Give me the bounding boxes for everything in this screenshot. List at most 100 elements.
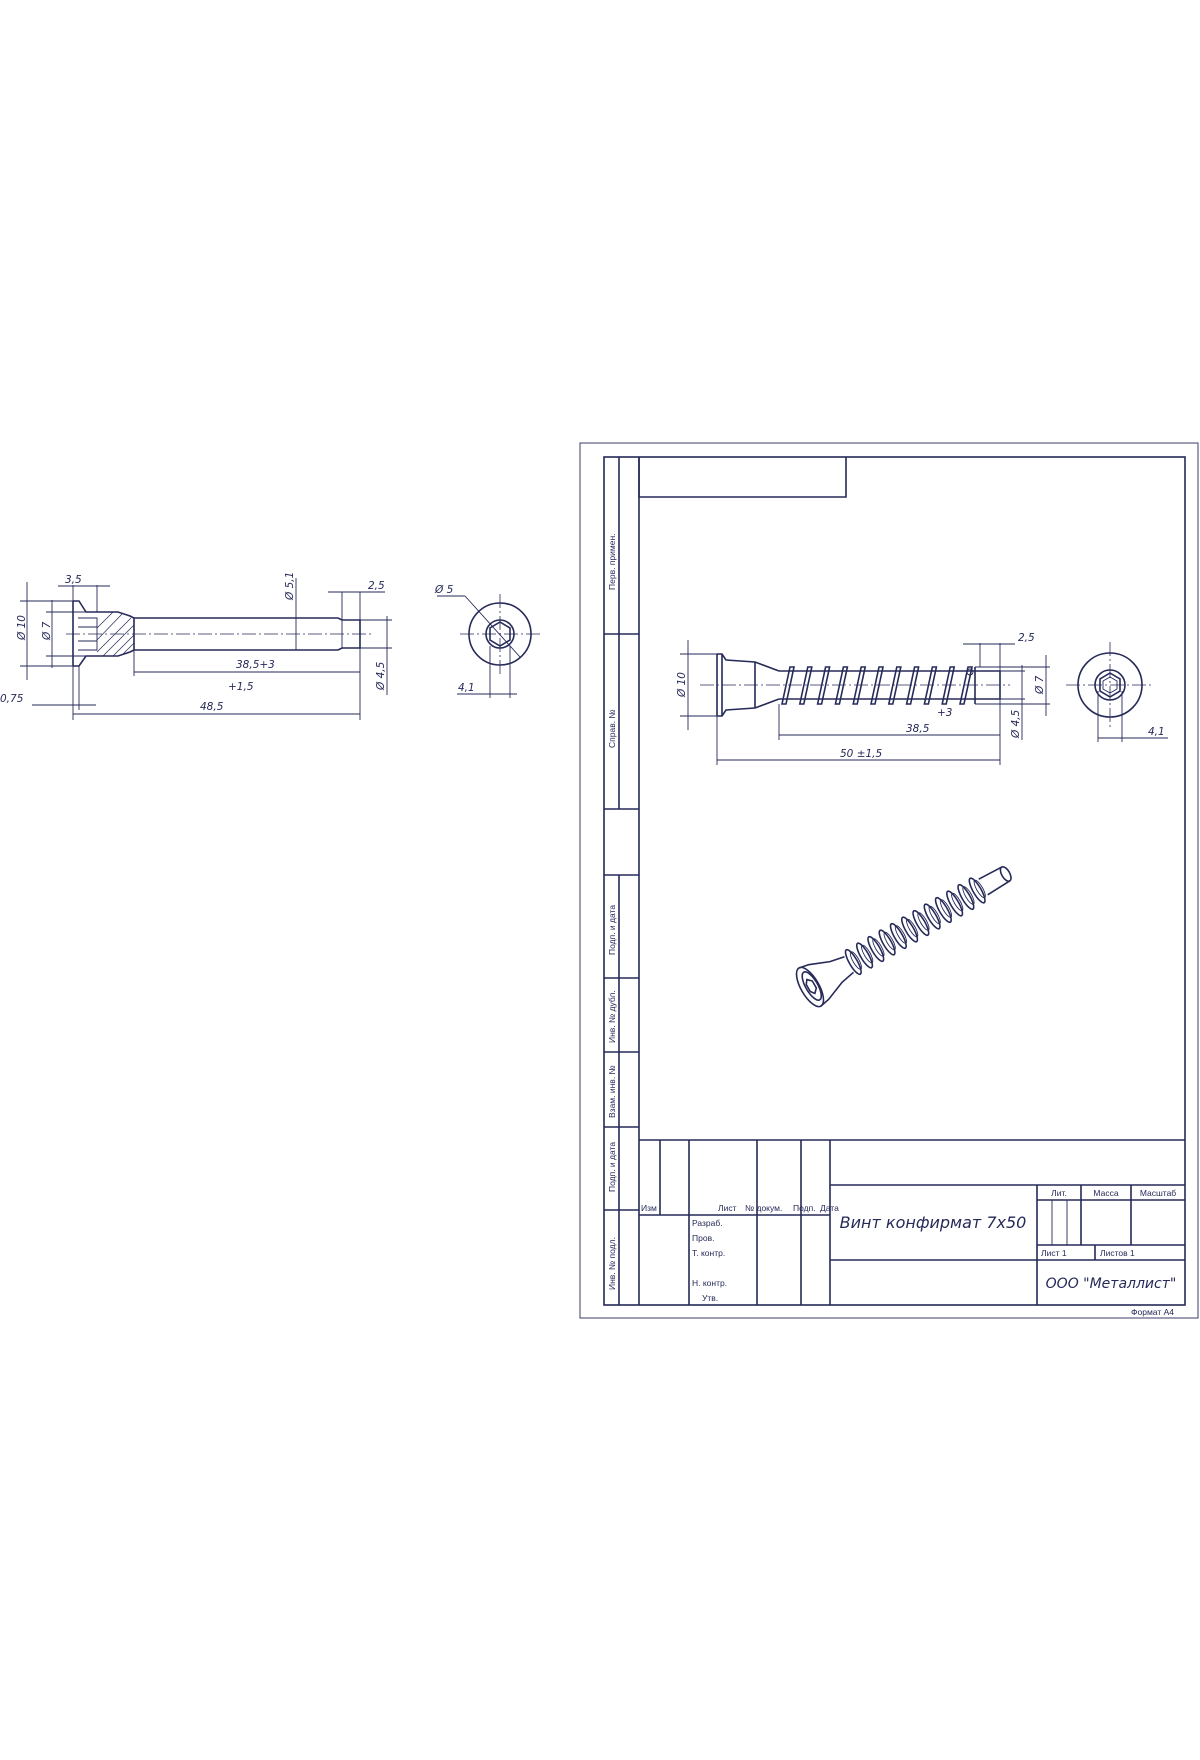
dim-end-diameter: Ø 5	[434, 584, 454, 596]
iso-thread-root	[917, 912, 930, 931]
left-screw-section-view: 3,5 Ø 10 Ø 7 0,75 Ø 5,1 2,5 38,5+3 +1,5 …	[0, 572, 392, 720]
col-doc: № докум.	[745, 1203, 782, 1213]
col-list: Лист	[718, 1203, 737, 1213]
iso-thread-root	[861, 944, 874, 964]
company-name: ООО "Металлист"	[1046, 1276, 1177, 1292]
section-hatching	[96, 611, 135, 657]
dim-total-length: 50 ±1,5	[840, 748, 883, 760]
screw-tip	[974, 667, 1001, 704]
sheet-number: Лист 1	[1041, 1248, 1067, 1258]
dim-shank-length: 38,5+3	[236, 659, 275, 671]
title-block: Изм Лист № докум. Подп. Дата Разраб. Про…	[639, 1139, 1185, 1317]
dim-head-diameter: Ø 10	[676, 672, 688, 698]
dim-core-diameter: Ø 4,5	[1010, 709, 1022, 739]
iso-thread-turn	[968, 877, 986, 904]
dim-total-length: 48,5	[200, 701, 224, 713]
thread-turn	[959, 666, 973, 705]
dim-shank-diameter: Ø 5,1	[284, 572, 296, 601]
dim-thread-length: 38,5	[906, 723, 930, 735]
iso-thread-turn	[889, 922, 907, 950]
row-utv: Утв.	[702, 1293, 718, 1303]
dim-head-width: 3,5	[65, 574, 82, 586]
left-end-view: Ø 5 4,1	[434, 584, 540, 698]
screw-threads	[781, 666, 973, 705]
col-izm: Изм	[641, 1203, 657, 1213]
iso-thread-turn	[867, 935, 885, 963]
iso-thread-root	[951, 892, 964, 912]
strip-sprav-no: Справ. №	[607, 709, 617, 748]
iso-hex-socket	[805, 978, 818, 995]
strip-inv-podl: Инв. № подл.	[607, 1237, 617, 1290]
thread-turn	[905, 666, 920, 705]
sheet-outer-border	[579, 442, 1199, 1319]
col-massa: Масса	[1093, 1188, 1118, 1198]
dim-hex-size: 4,1	[1148, 726, 1165, 738]
thread-notch	[966, 668, 974, 676]
dim-tip-length: 2,5	[368, 580, 385, 592]
dim-tolerance: +1,5	[228, 681, 254, 693]
top-left-box	[638, 457, 847, 498]
col-podp: Подп.	[793, 1203, 816, 1213]
iso-thread-root	[928, 905, 941, 925]
iso-thread-turn	[946, 890, 964, 917]
iso-thread-turn	[912, 909, 930, 937]
iso-thread-root	[973, 879, 986, 899]
thread-turn	[941, 666, 956, 705]
dimension-lines	[20, 578, 392, 720]
thread-turn	[834, 666, 849, 705]
iso-threads	[844, 877, 986, 976]
iso-thread-turn	[923, 903, 941, 930]
iso-thread-root	[906, 918, 919, 938]
dim-thread-diameter: Ø 7	[1034, 675, 1046, 695]
strip-podp-data-1: Подп. и дата	[607, 905, 617, 955]
iso-thread-turn	[844, 948, 862, 976]
iso-thread-root	[872, 938, 885, 957]
iso-thread-root	[849, 951, 862, 970]
screw-isometric-view	[795, 865, 1012, 1008]
col-date: Дата	[820, 1203, 839, 1213]
sheets-total: Листов 1	[1100, 1248, 1135, 1258]
strip-perv-primen: Перв. примен.	[607, 533, 617, 590]
strip-inv-dubl: Инв. № дубл.	[607, 990, 617, 1043]
iso-thread-turn	[934, 896, 952, 924]
iso-thread-root	[939, 899, 953, 918]
thread-turn	[781, 666, 795, 705]
dim-tip-length: 2,5	[1018, 632, 1035, 644]
row-t-kontr: Т. контр.	[692, 1248, 725, 1258]
thread-turn	[816, 666, 831, 705]
col-lit: Лит.	[1051, 1188, 1067, 1198]
dim-socket-diameter: Ø 7	[41, 621, 53, 641]
thread-turn	[870, 666, 884, 705]
thread-turn	[923, 666, 938, 705]
iso-thread-root	[883, 931, 896, 951]
thread-turn	[852, 666, 867, 705]
strip-podp-data-2: Подп. и дата	[607, 1142, 617, 1192]
screw-shank	[134, 617, 361, 651]
screw-head-and-neck	[716, 653, 780, 717]
screw-front-view: Ø 10 2,5 Ø 7 +3 38,5 Ø 4,5 50 ±1,5	[676, 632, 1050, 765]
sheet-format: Формат А4	[1131, 1307, 1174, 1317]
iso-thread-root	[962, 886, 975, 905]
iso-thread-turn	[900, 916, 919, 943]
iso-thread-turn	[878, 929, 896, 956]
sheet-inner-frame	[603, 456, 1186, 1306]
dimension-lines	[680, 640, 1050, 765]
row-n-kontr: Н. контр.	[692, 1278, 727, 1288]
dim-chamfer: 0,75	[0, 693, 24, 705]
screw-end-view: 4,1	[1066, 642, 1168, 742]
iso-thread-turn	[957, 883, 975, 911]
dim-head-diameter: Ø 10	[16, 615, 28, 641]
thread-turn	[887, 666, 902, 705]
hex-socket-section	[78, 617, 98, 651]
drawing-sheet: Перв. примен. Справ. № Подп. и дата Инв.…	[579, 442, 1199, 1319]
strip-vzam-inv: Взам. инв. №	[607, 1065, 617, 1118]
dim-tolerance-plus: +3	[937, 707, 952, 719]
row-razrab: Разраб.	[692, 1218, 723, 1228]
iso-thread-root	[894, 925, 908, 944]
thread-turn	[798, 666, 813, 705]
row-prov: Пров.	[692, 1233, 714, 1243]
dim-tip-diameter: Ø 4,5	[375, 661, 387, 691]
col-masshtab: Масштаб	[1140, 1188, 1176, 1198]
dim-hex-size: 4,1	[458, 682, 475, 694]
